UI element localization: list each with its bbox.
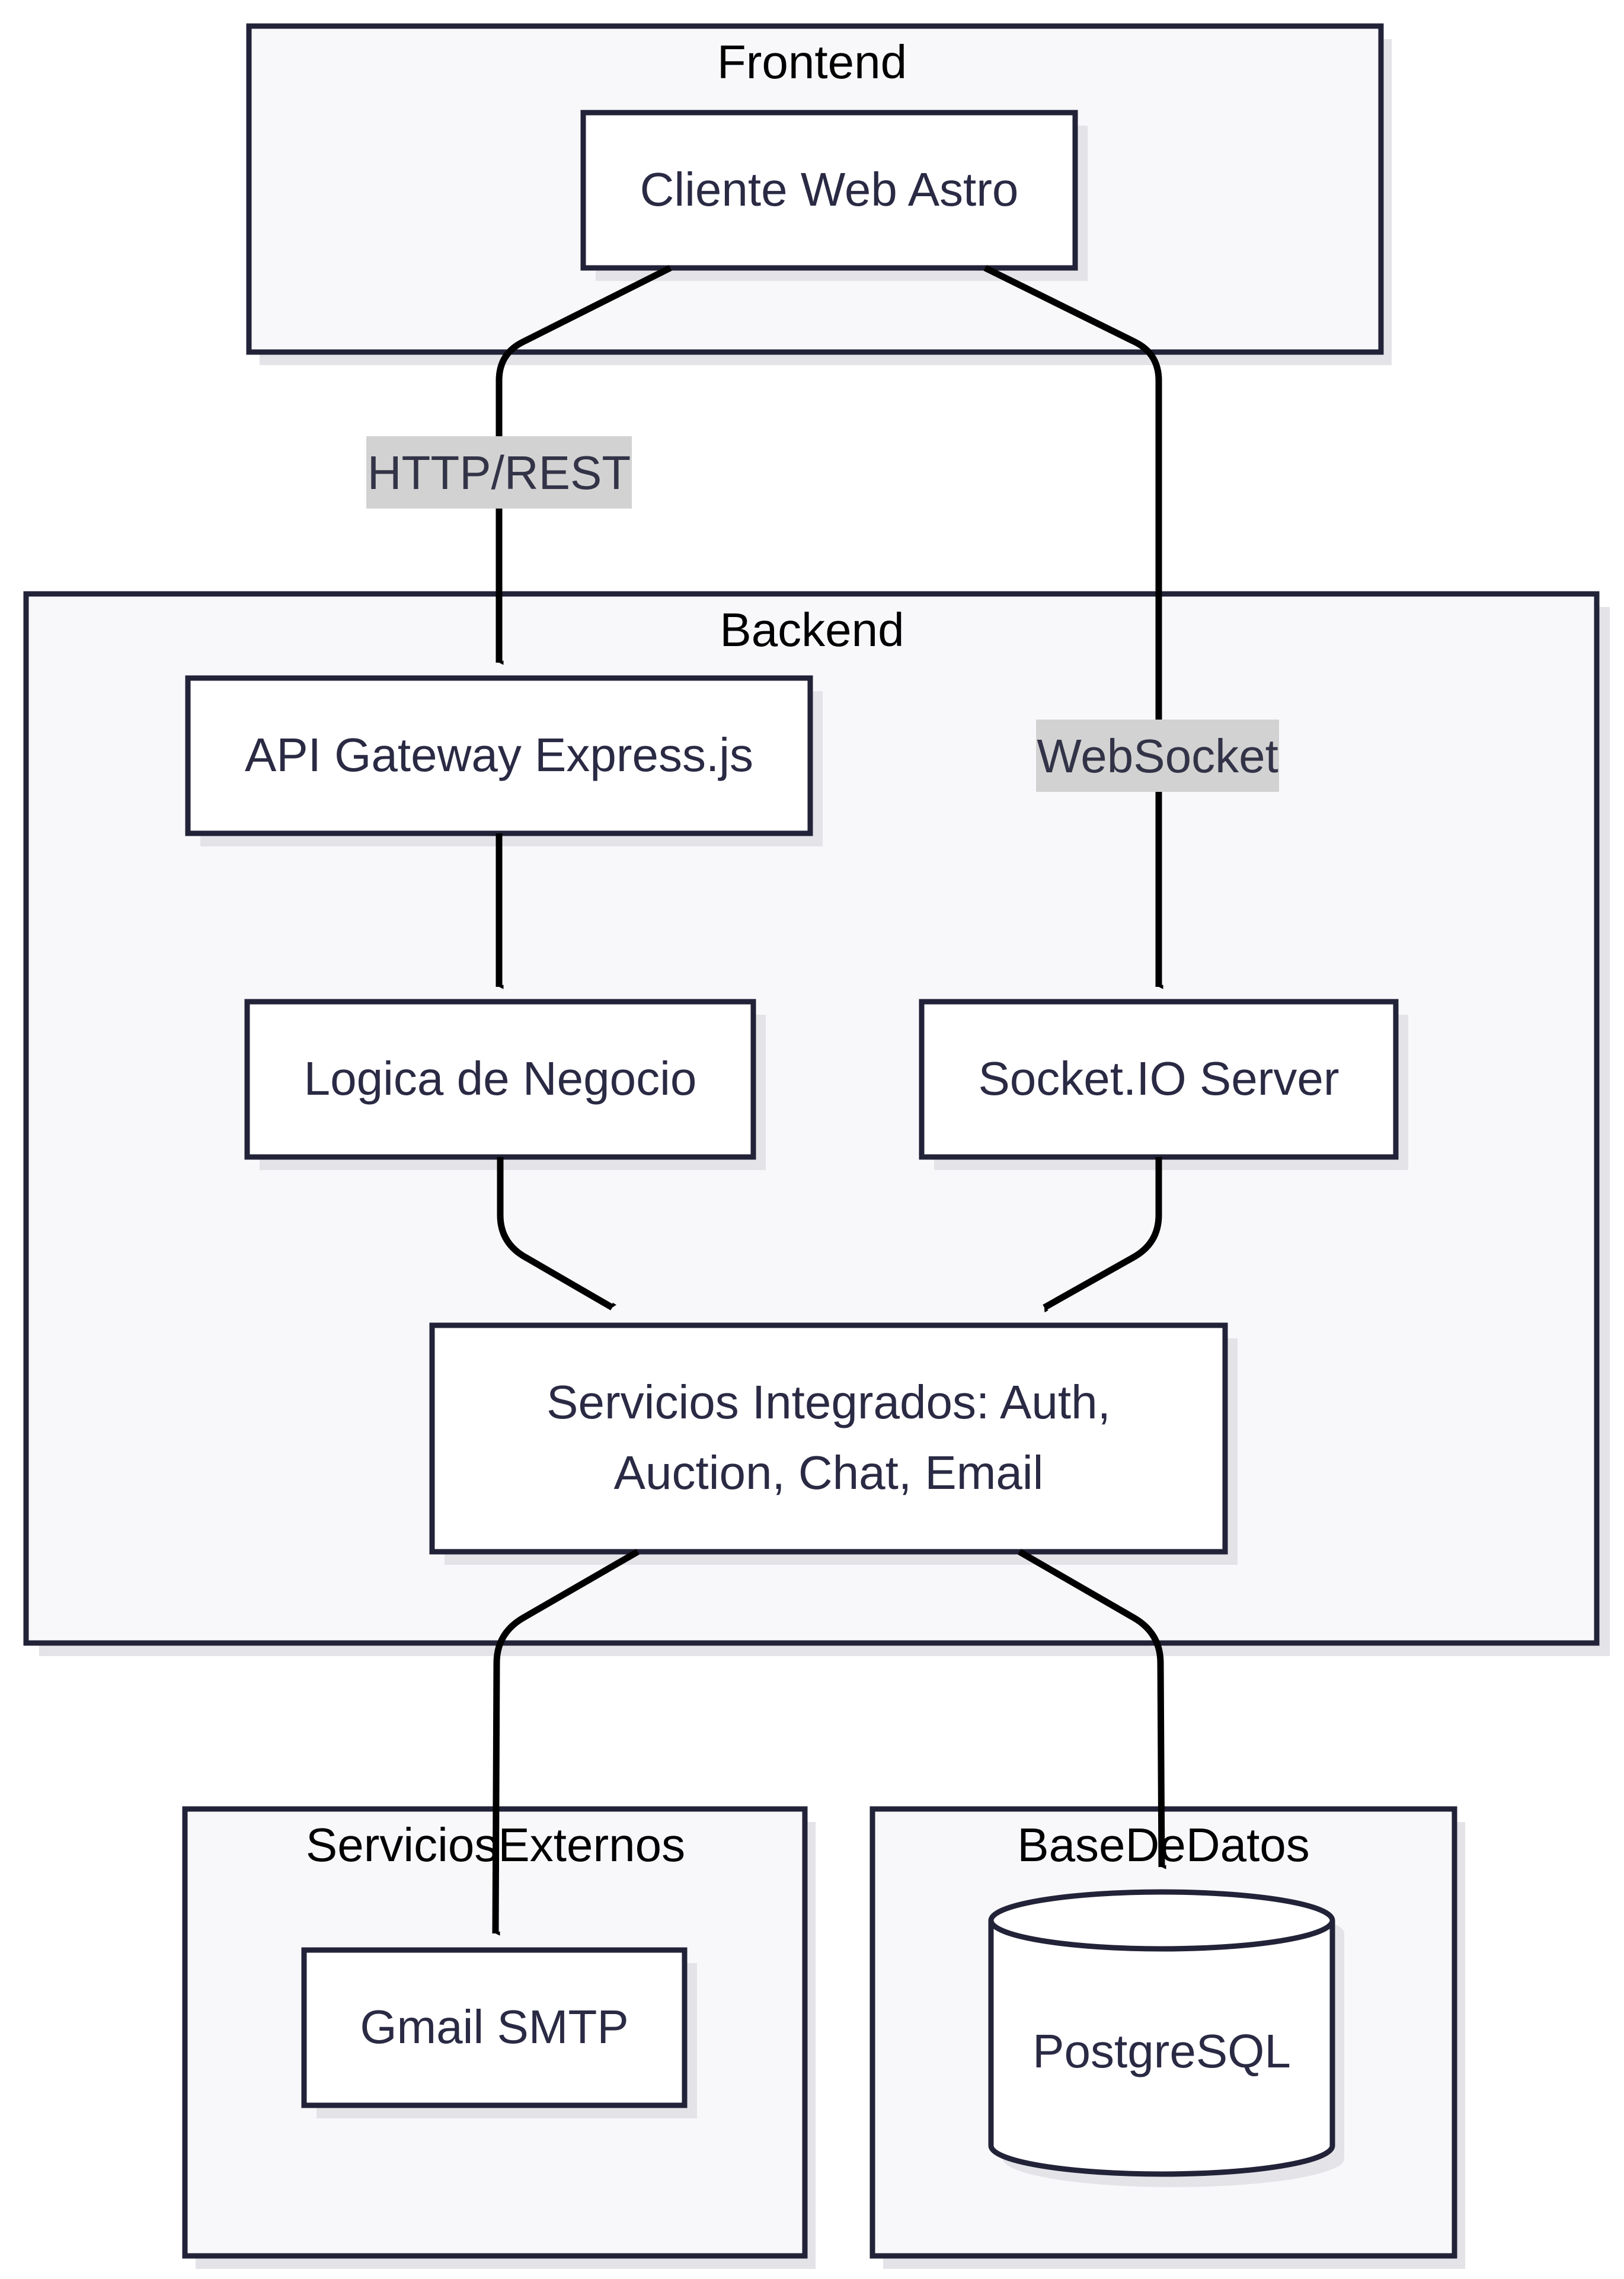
edge-label-websocket: WebSocket <box>1036 720 1279 792</box>
edge-label-http-rest: HTTP/REST <box>366 436 632 509</box>
node-integrated-services: Servicios Integrados: Auth, Auction, Cha… <box>429 1322 1238 1565</box>
edge-label-http-rest-text: HTTP/REST <box>367 446 631 499</box>
node-astro-client-label: Cliente Web Astro <box>640 163 1019 216</box>
edge-logic-to-services <box>497 1157 617 1310</box>
node-integrated-services-label-line2: Auction, Chat, Email <box>614 1446 1044 1499</box>
node-gmail-smtp-label: Gmail SMTP <box>360 2000 628 2053</box>
node-astro-client: Cliente Web Astro <box>580 110 1088 281</box>
node-gmail-smtp: Gmail SMTP <box>301 1947 697 2118</box>
node-api-gateway-label: API Gateway Express.js <box>245 728 753 781</box>
node-socket-server: Socket.IO Server <box>919 999 1408 1170</box>
edge-client-to-socket <box>983 265 1163 989</box>
edge-socket-to-services <box>1043 1157 1162 1313</box>
node-postgresql-label: PostgreSQL <box>1032 2025 1291 2077</box>
node-integrated-services-label-line1: Servicios Integrados: Auth, <box>546 1376 1111 1428</box>
node-api-gateway: API Gateway Express.js <box>185 675 823 846</box>
cluster-frontend-title: Frontend <box>717 36 907 88</box>
edge-services-to-postgresql <box>1018 1549 1166 1869</box>
node-business-logic-label: Logica de Negocio <box>304 1052 697 1105</box>
node-business-logic: Logica de Negocio <box>244 999 766 1170</box>
cluster-backend-title: Backend <box>720 603 904 656</box>
edge-label-websocket-text: WebSocket <box>1037 730 1278 782</box>
node-socket-server-label: Socket.IO Server <box>978 1052 1339 1105</box>
edge-services-to-gmail <box>492 1549 640 1936</box>
node-postgresql-cylinder: PostgreSQL <box>988 1889 1344 2187</box>
edge-client-to-gateway <box>495 265 672 665</box>
